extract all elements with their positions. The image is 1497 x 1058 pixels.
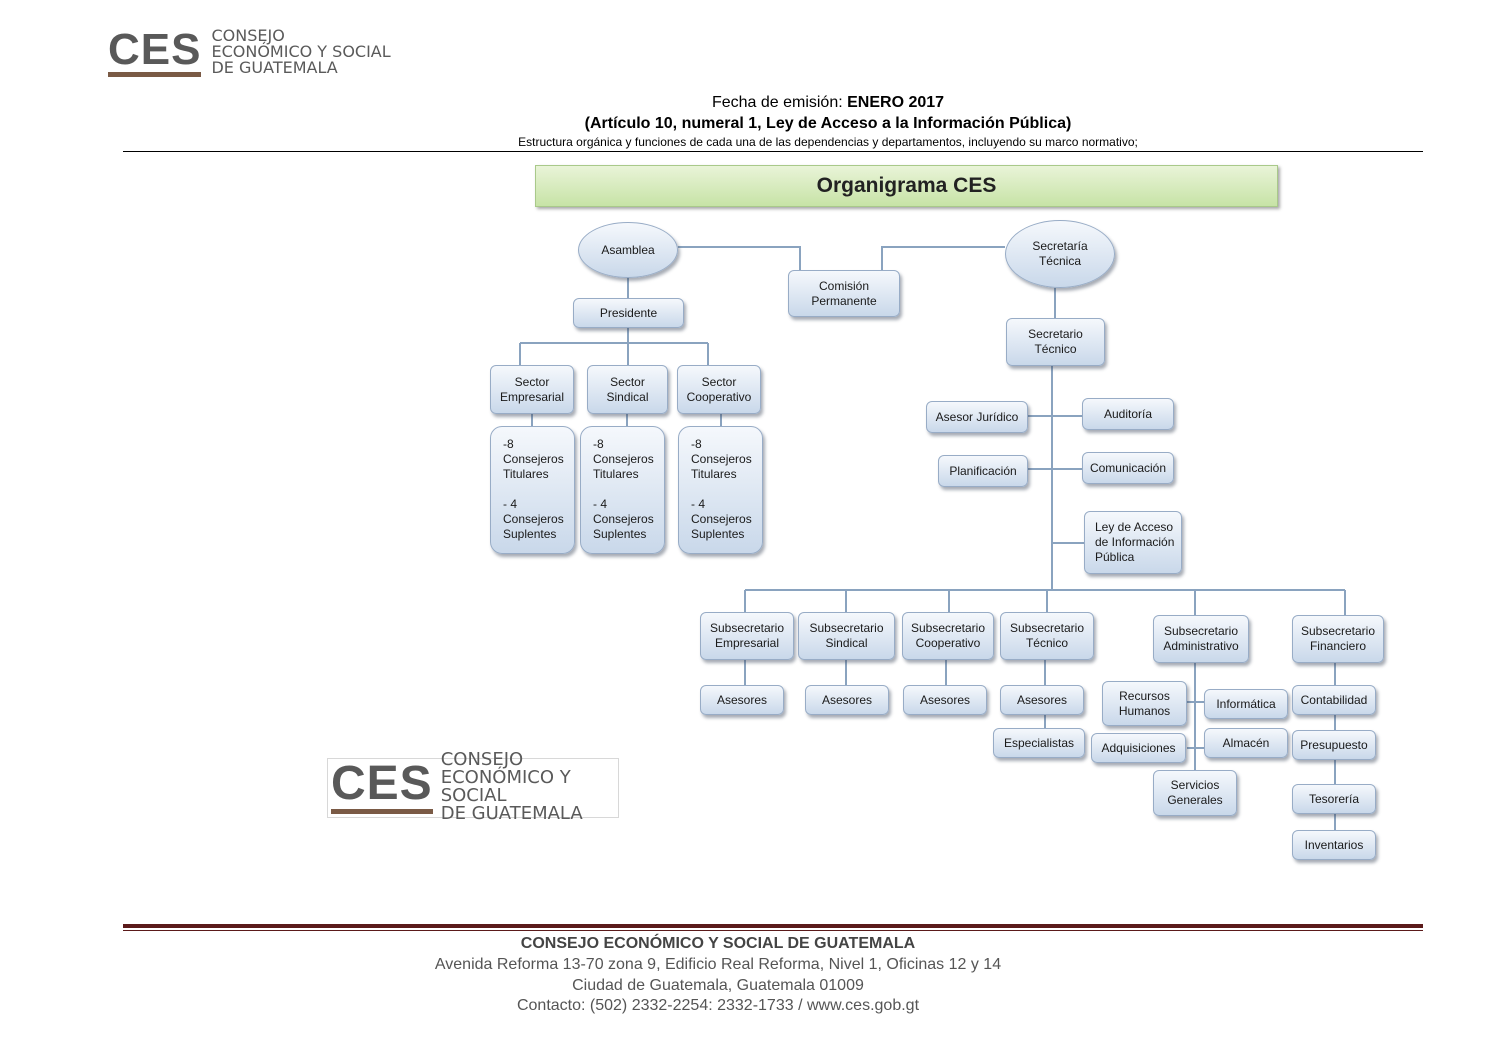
logo-mark-bottom: CES [331,760,433,814]
node-consejeros-sindical: -8 Consejeros Titulares - 4 Consejeros S… [580,426,665,554]
node-asesores-sindical: Asesores [805,685,889,715]
node-sector-empresarial: Sector Empresarial [490,365,574,414]
node-comunicacion: Comunicación [1082,452,1174,484]
footer-address: Avenida Reforma 13-70 zona 9, Edificio R… [434,956,1002,973]
logo-wordmark: CONSEJO ECONÓMICO Y SOCIAL DE GUATEMALA [211,28,390,76]
node-almacen: Almacén [1204,728,1288,758]
description: Estructura orgánica y funciones de cada … [518,135,1138,149]
node-subsecretario-tecnico: Subsecretario Técnico [1000,612,1094,660]
node-subsecretario-empresarial: Subsecretario Empresarial [700,612,794,660]
node-secretaria-tecnica: Secretaría Técnica [1005,220,1115,288]
footer-city: Ciudad de Guatemala, Guatemala 01009 [572,977,864,994]
logo-line-1: CONSEJO [211,26,285,45]
node-asesor-juridico: Asesor Jurídico [926,401,1028,433]
logo-line-2: ECONÓMICO Y SOCIAL [211,42,391,61]
footer-rule-thick [123,924,1423,928]
header-rule [123,151,1423,152]
footer-rule-thin [123,930,1423,931]
node-sector-sindical: Sector Sindical [587,365,668,414]
logo-bottom: CES CONSEJO ECONÓMICO Y SOCIAL DE GUATEM… [327,751,619,823]
logo-wordmark-bottom: CONSEJO ECONÓMICO Y SOCIAL DE GUATEMALA [440,749,583,824]
logo-mark: CES [108,28,202,78]
node-consejeros-empresarial: -8 Consejeros Titulares - 4 Consejeros S… [490,426,575,554]
footer-org-name: CONSEJO ECONÓMICO Y SOCIAL DE GUATEMALA [520,935,916,952]
node-presupuesto: Presupuesto [1292,730,1376,760]
footer-contact: Contacto: (502) 2332-2254: 2332-1733 / w… [516,997,920,1014]
issue-date: Fecha de emisión: ENERO 2017 [711,94,945,111]
node-planificacion: Planificación [938,455,1028,487]
article-reference: (Artículo 10, numeral 1, Ley de Acceso a… [584,115,1072,132]
node-informatica: Informática [1204,689,1288,719]
node-subsecretario-financiero: Subsecretario Financiero [1292,615,1384,663]
node-asesores-tecnico: Asesores [1000,685,1084,715]
node-ley-acceso: Ley de Acceso de Información Pública [1084,511,1182,574]
node-auditoria: Auditoría [1082,398,1174,430]
node-asamblea: Asamblea [578,222,678,278]
node-especialistas: Especialistas [993,728,1085,758]
node-servicios-generales: Servicios Generales [1153,770,1237,816]
logo-line-3: DE GUATEMALA [211,58,338,77]
logo-top: CES CONSEJO ECONÓMICO Y SOCIAL DE GUATEM… [108,28,391,78]
node-asesores-cooperativo: Asesores [903,685,987,715]
node-inventarios: Inventarios [1292,830,1376,860]
node-sector-cooperativo: Sector Cooperativo [677,365,761,414]
node-comision-permanente: Comisión Permanente [788,270,900,317]
node-contabilidad: Contabilidad [1292,685,1376,715]
node-subsecretario-cooperativo: Subsecretario Cooperativo [902,612,994,660]
logo-mark-text: CES [108,25,202,74]
node-subsecretario-administrativo: Subsecretario Administrativo [1153,615,1249,663]
node-subsecretario-sindical: Subsecretario Sindical [798,612,895,660]
node-asesores-empresarial: Asesores [700,685,784,715]
org-chart-title: Organigrama CES [535,165,1278,207]
node-recursos-humanos: Recursos Humanos [1102,681,1187,726]
node-secretario-tecnico: Secretario Técnico [1006,318,1105,366]
node-adquisiciones: Adquisiciones [1091,733,1186,763]
node-presidente: Presidente [573,298,684,328]
node-tesoreria: Tesorería [1292,784,1376,814]
node-consejeros-cooperativo: -8 Consejeros Titulares - 4 Consejeros S… [678,426,763,554]
